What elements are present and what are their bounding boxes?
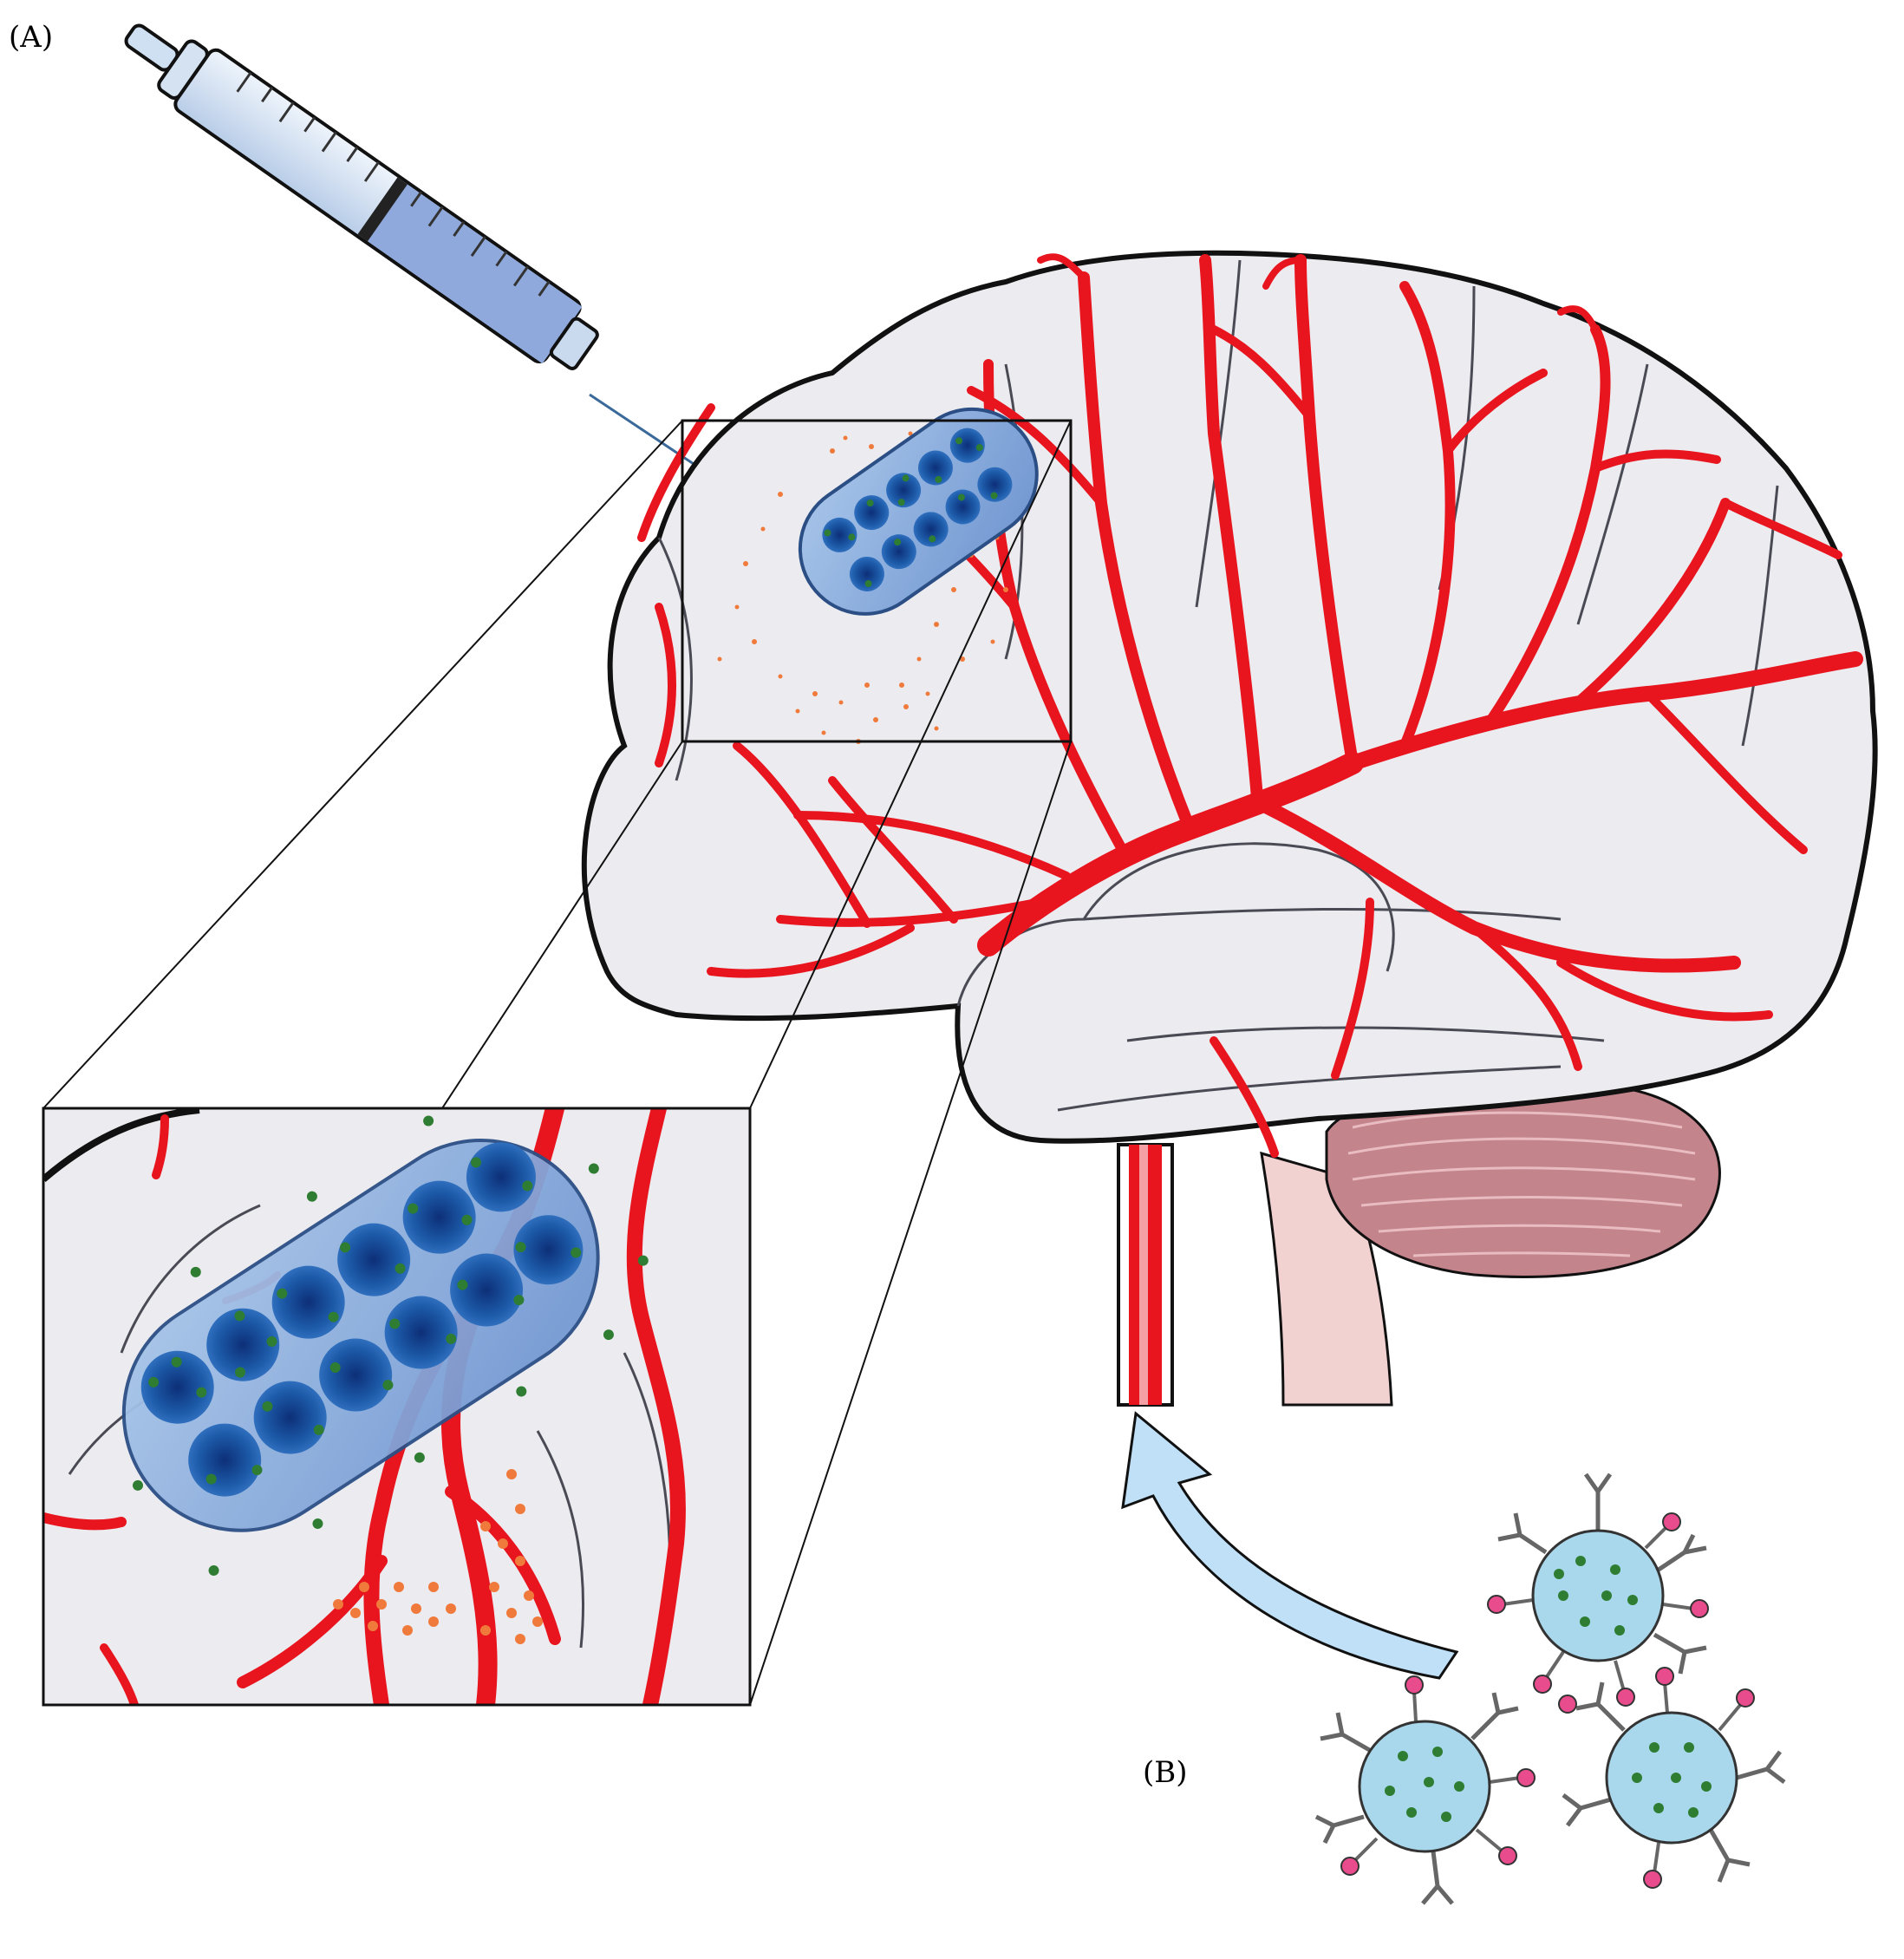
- panel-label-b: (B): [1143, 1755, 1188, 1790]
- zoom-connectors: [42, 420, 1072, 1706]
- immune-cell-icon: [1487, 1473, 1709, 1707]
- arrow-icon: [1121, 1411, 1459, 1680]
- zoom-region-box: [681, 419, 1073, 743]
- vessels: [637, 253, 1863, 1158]
- immune-cell-icon: [1558, 1667, 1786, 1889]
- panel-label-a: (A): [9, 20, 53, 55]
- immune-cell-icon: [1314, 1675, 1536, 1905]
- brain-icon: [581, 250, 1878, 1158]
- syringe-icon: [124, 23, 599, 370]
- hydrogel-icon: [798, 407, 1039, 616]
- spinal-artery: [1117, 1143, 1174, 1407]
- cerebellum: [1325, 1080, 1721, 1278]
- zoom-inset: [42, 1107, 752, 1707]
